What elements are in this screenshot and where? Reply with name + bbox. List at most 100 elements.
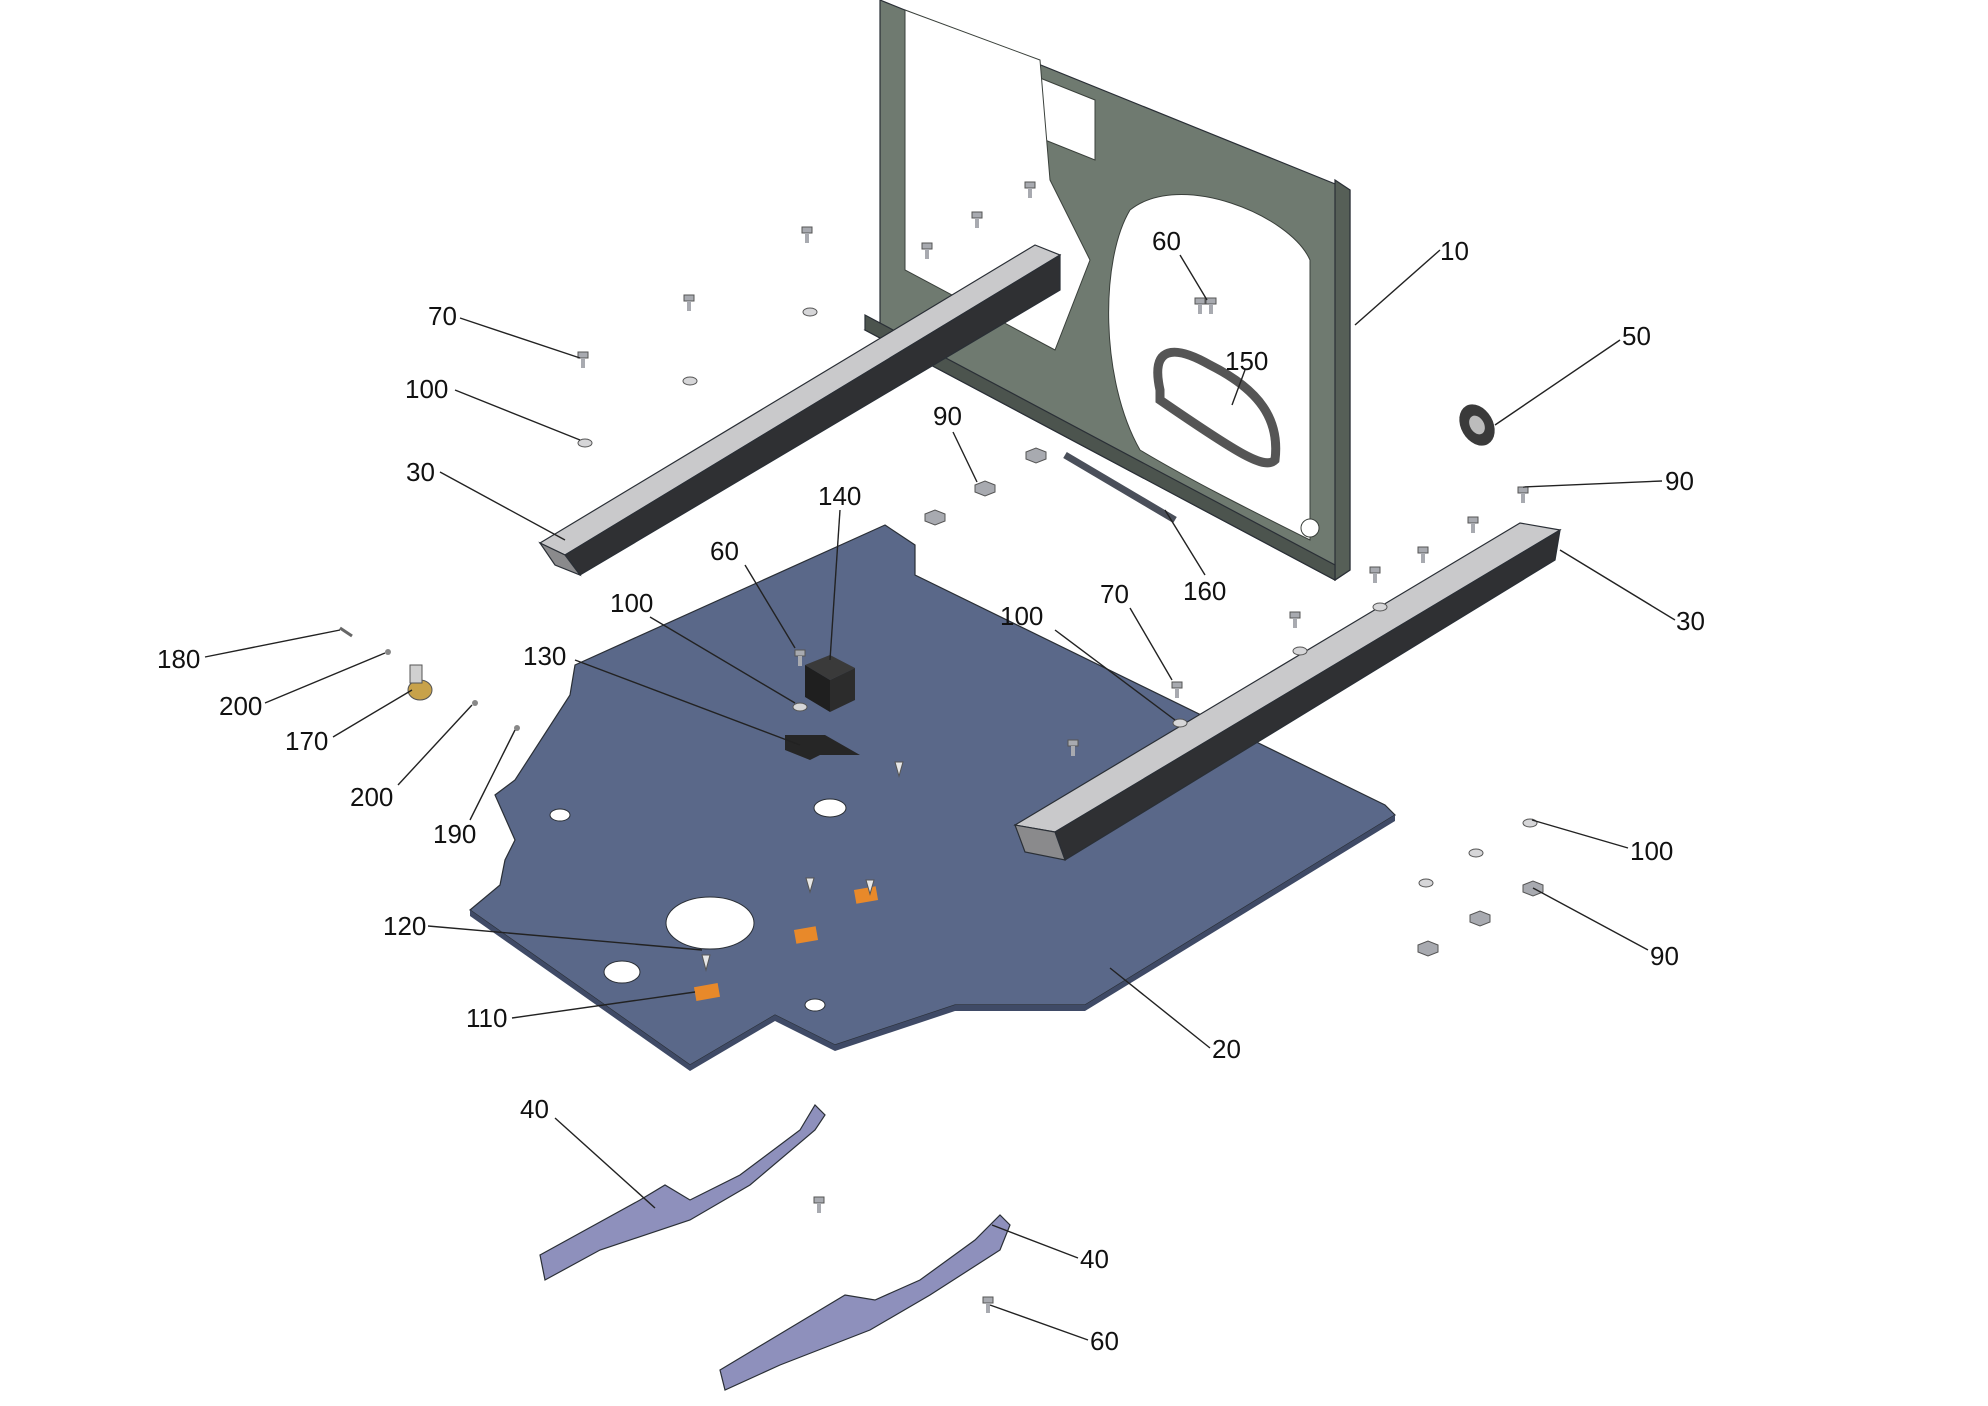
screw — [813, 1196, 825, 1213]
washer — [1468, 848, 1484, 858]
pin-200-b — [472, 700, 478, 706]
callout-150: 150 — [1225, 346, 1268, 376]
screw — [1417, 546, 1429, 563]
callout-90-lower: 90 — [1650, 941, 1679, 971]
screw — [1067, 739, 1079, 756]
base-plate-hole-round — [813, 798, 847, 818]
leader-170 — [332, 689, 413, 738]
screw — [1467, 516, 1479, 533]
washer — [1172, 718, 1188, 728]
screw — [921, 242, 933, 259]
pin-180 — [339, 626, 353, 638]
orange-part-110-b — [793, 926, 819, 944]
washer — [682, 376, 698, 386]
callout-100-center: 100 — [1000, 601, 1043, 631]
leader-20 — [1109, 967, 1211, 1049]
screw — [683, 294, 695, 311]
leader-180 — [204, 629, 341, 658]
callout-90-right: 90 — [1665, 466, 1694, 496]
rail-30-right — [1013, 522, 1562, 861]
leader-100b — [649, 616, 796, 704]
bearing-170-tab — [409, 664, 423, 684]
washer — [577, 438, 593, 448]
leader-50 — [1494, 339, 1621, 426]
rod-160 — [1063, 451, 1177, 524]
screw — [1024, 181, 1036, 198]
leader-110 — [511, 991, 696, 1019]
screw — [1171, 681, 1183, 698]
base-plate-hole-medium — [603, 960, 641, 984]
pin-120-c — [865, 879, 875, 896]
pin-120-a — [701, 954, 711, 972]
callout-50: 50 — [1622, 321, 1651, 351]
rail-left-end — [538, 541, 582, 577]
callout-140: 140 — [818, 481, 861, 511]
washer — [1372, 602, 1388, 612]
rail-left-top — [538, 244, 1062, 556]
callout-100-left: 100 — [405, 374, 448, 404]
leader-40a — [554, 1117, 656, 1209]
callout-200-lower: 200 — [350, 782, 393, 812]
callout-100-right: 100 — [1630, 836, 1673, 866]
callout-170: 170 — [285, 726, 328, 756]
callout-60-frame: 60 — [1152, 226, 1181, 256]
callout-30-left: 30 — [406, 457, 435, 487]
leader-lines — [204, 249, 1676, 1341]
leader-160 — [1164, 509, 1206, 576]
leader-70b — [1129, 607, 1173, 681]
callout-130: 130 — [523, 641, 566, 671]
pins-120 — [701, 761, 904, 972]
leader-40b — [991, 1224, 1079, 1259]
callout-10: 10 — [1440, 236, 1469, 266]
block-top — [805, 655, 855, 680]
leader-70a — [459, 317, 581, 359]
leader-60b — [744, 564, 796, 649]
handle-150 — [1153, 347, 1281, 468]
orange-part-110-c — [853, 886, 879, 904]
callout-40-upper: 40 — [520, 1094, 549, 1124]
bearing-170 — [407, 664, 433, 701]
pin-190 — [514, 725, 520, 731]
callout-190: 190 — [433, 819, 476, 849]
callout-labels: 10 20 30 30 40 40 50 60 60 60 70 70 90 9… — [157, 226, 1705, 1356]
screw — [971, 211, 983, 228]
callout-70-left: 70 — [428, 301, 457, 331]
bracket-40-upper — [539, 1104, 826, 1281]
rail-right-end — [1014, 824, 1066, 861]
leader-150 — [1231, 369, 1246, 406]
leader-30a — [439, 471, 566, 541]
block-front — [805, 665, 830, 712]
bracket-40-lower — [719, 1214, 1011, 1391]
washer — [1418, 878, 1434, 888]
ring-50 — [1459, 404, 1495, 446]
leader-100a — [454, 389, 581, 441]
base-plate-body — [469, 524, 1396, 1066]
leader-90c — [1532, 887, 1649, 951]
pin-120-b — [805, 877, 815, 894]
ring-50-inner — [1469, 415, 1485, 435]
pin-120-d — [894, 761, 904, 778]
leader-60a — [1179, 254, 1208, 301]
leader-100c — [1054, 629, 1176, 721]
orange-part-110-a — [693, 983, 721, 1001]
leader-100d — [1531, 819, 1629, 849]
screw — [794, 649, 806, 666]
screw — [1205, 297, 1217, 314]
leader-60c — [989, 1304, 1089, 1341]
leader-10 — [1354, 249, 1441, 326]
callout-60-bottom: 60 — [1090, 1326, 1119, 1356]
block-side — [830, 668, 855, 712]
block-140 — [805, 655, 855, 712]
callout-20: 20 — [1212, 1034, 1241, 1064]
nut — [1025, 447, 1047, 464]
nut — [974, 480, 996, 497]
callout-180: 180 — [157, 644, 200, 674]
leader-200b — [397, 704, 473, 786]
frame-panel-bottom-lip — [864, 314, 1336, 581]
base-plate-hole-small-b — [804, 998, 826, 1012]
leader-140 — [829, 509, 841, 661]
screw — [577, 351, 589, 368]
nut — [1469, 910, 1491, 927]
rail-left-side — [564, 253, 1061, 576]
